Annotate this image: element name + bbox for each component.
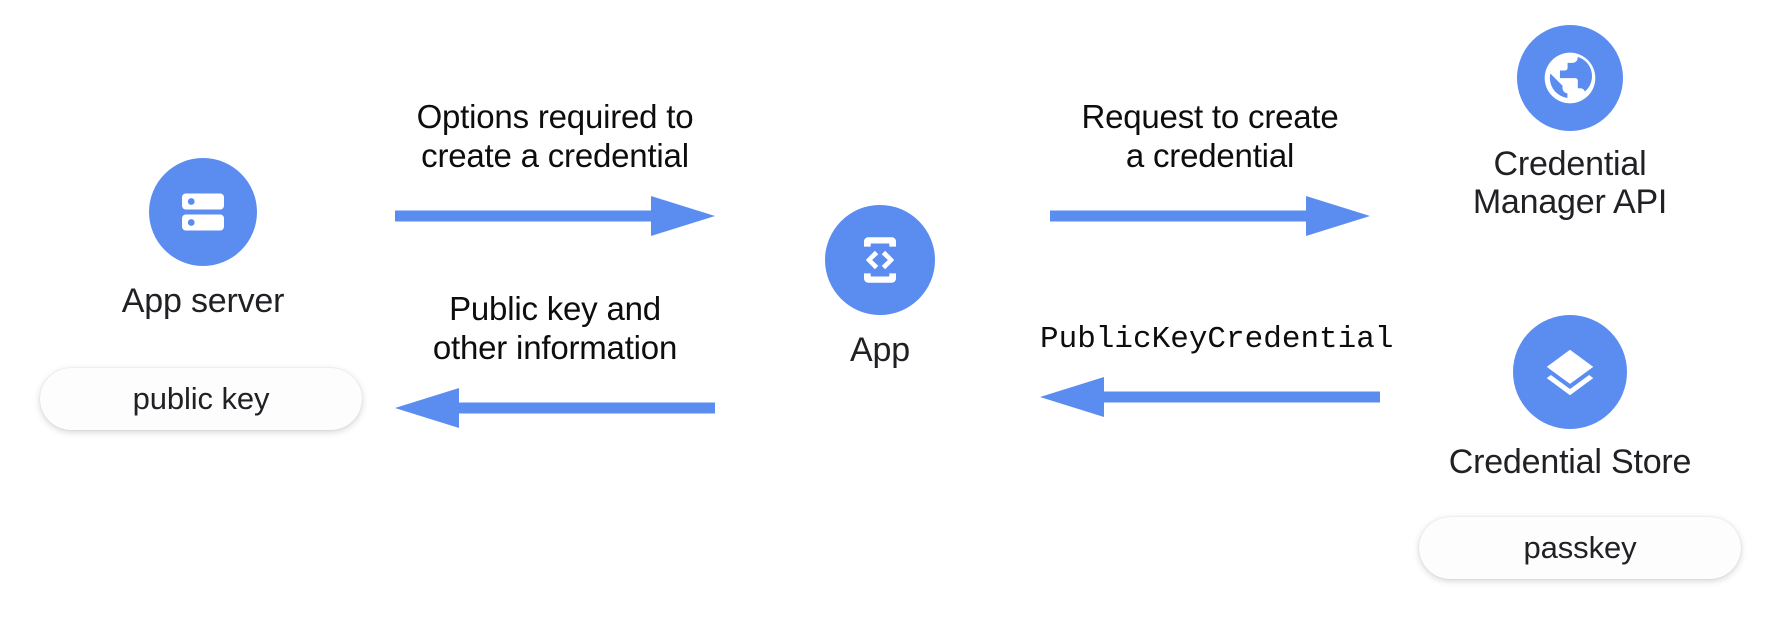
arrow-left-icon-public-key-credential <box>1040 376 1380 417</box>
arrow-label-request-to-create: Request to create a credential <box>1081 98 1339 174</box>
arrow-public-key-credential: PublicKeyCredential <box>1040 322 1394 425</box>
pill-public-key: public key <box>40 368 362 430</box>
node-app-server: App server <box>38 158 368 320</box>
arrow-label-public-key-info: Public key and other information <box>432 290 678 366</box>
node-app: App <box>745 205 1015 369</box>
arrow-label-options-required: Options required to create a credential <box>416 98 694 174</box>
node-label-credential-store: Credential Store <box>1448 443 1692 481</box>
pill-passkey: passkey <box>1419 517 1741 579</box>
globe-icon <box>1517 25 1623 131</box>
node-label-app-server: App server <box>121 282 285 320</box>
server-icon <box>149 158 257 266</box>
arrow-public-key-and-other-information: Public key and other information <box>395 290 715 436</box>
layers-icon <box>1513 315 1627 429</box>
node-label-app: App <box>850 331 910 369</box>
arrow-options-required: Options required to create a credential <box>395 98 715 244</box>
arrow-right-icon-request <box>1050 195 1370 236</box>
arrow-label-public-key-credential: PublicKeyCredential <box>1040 322 1394 357</box>
app-code-icon <box>825 205 935 315</box>
node-credential-manager-api: Credential Manager API <box>1375 25 1765 222</box>
arrow-right-icon-options <box>395 195 715 236</box>
node-credential-store: Credential Store <box>1385 315 1755 481</box>
arrow-left-icon-public-key <box>395 387 715 428</box>
node-label-credential-manager-api: Credential Manager API <box>1472 145 1668 222</box>
arrow-request-to-create: Request to create a credential <box>1050 98 1370 244</box>
